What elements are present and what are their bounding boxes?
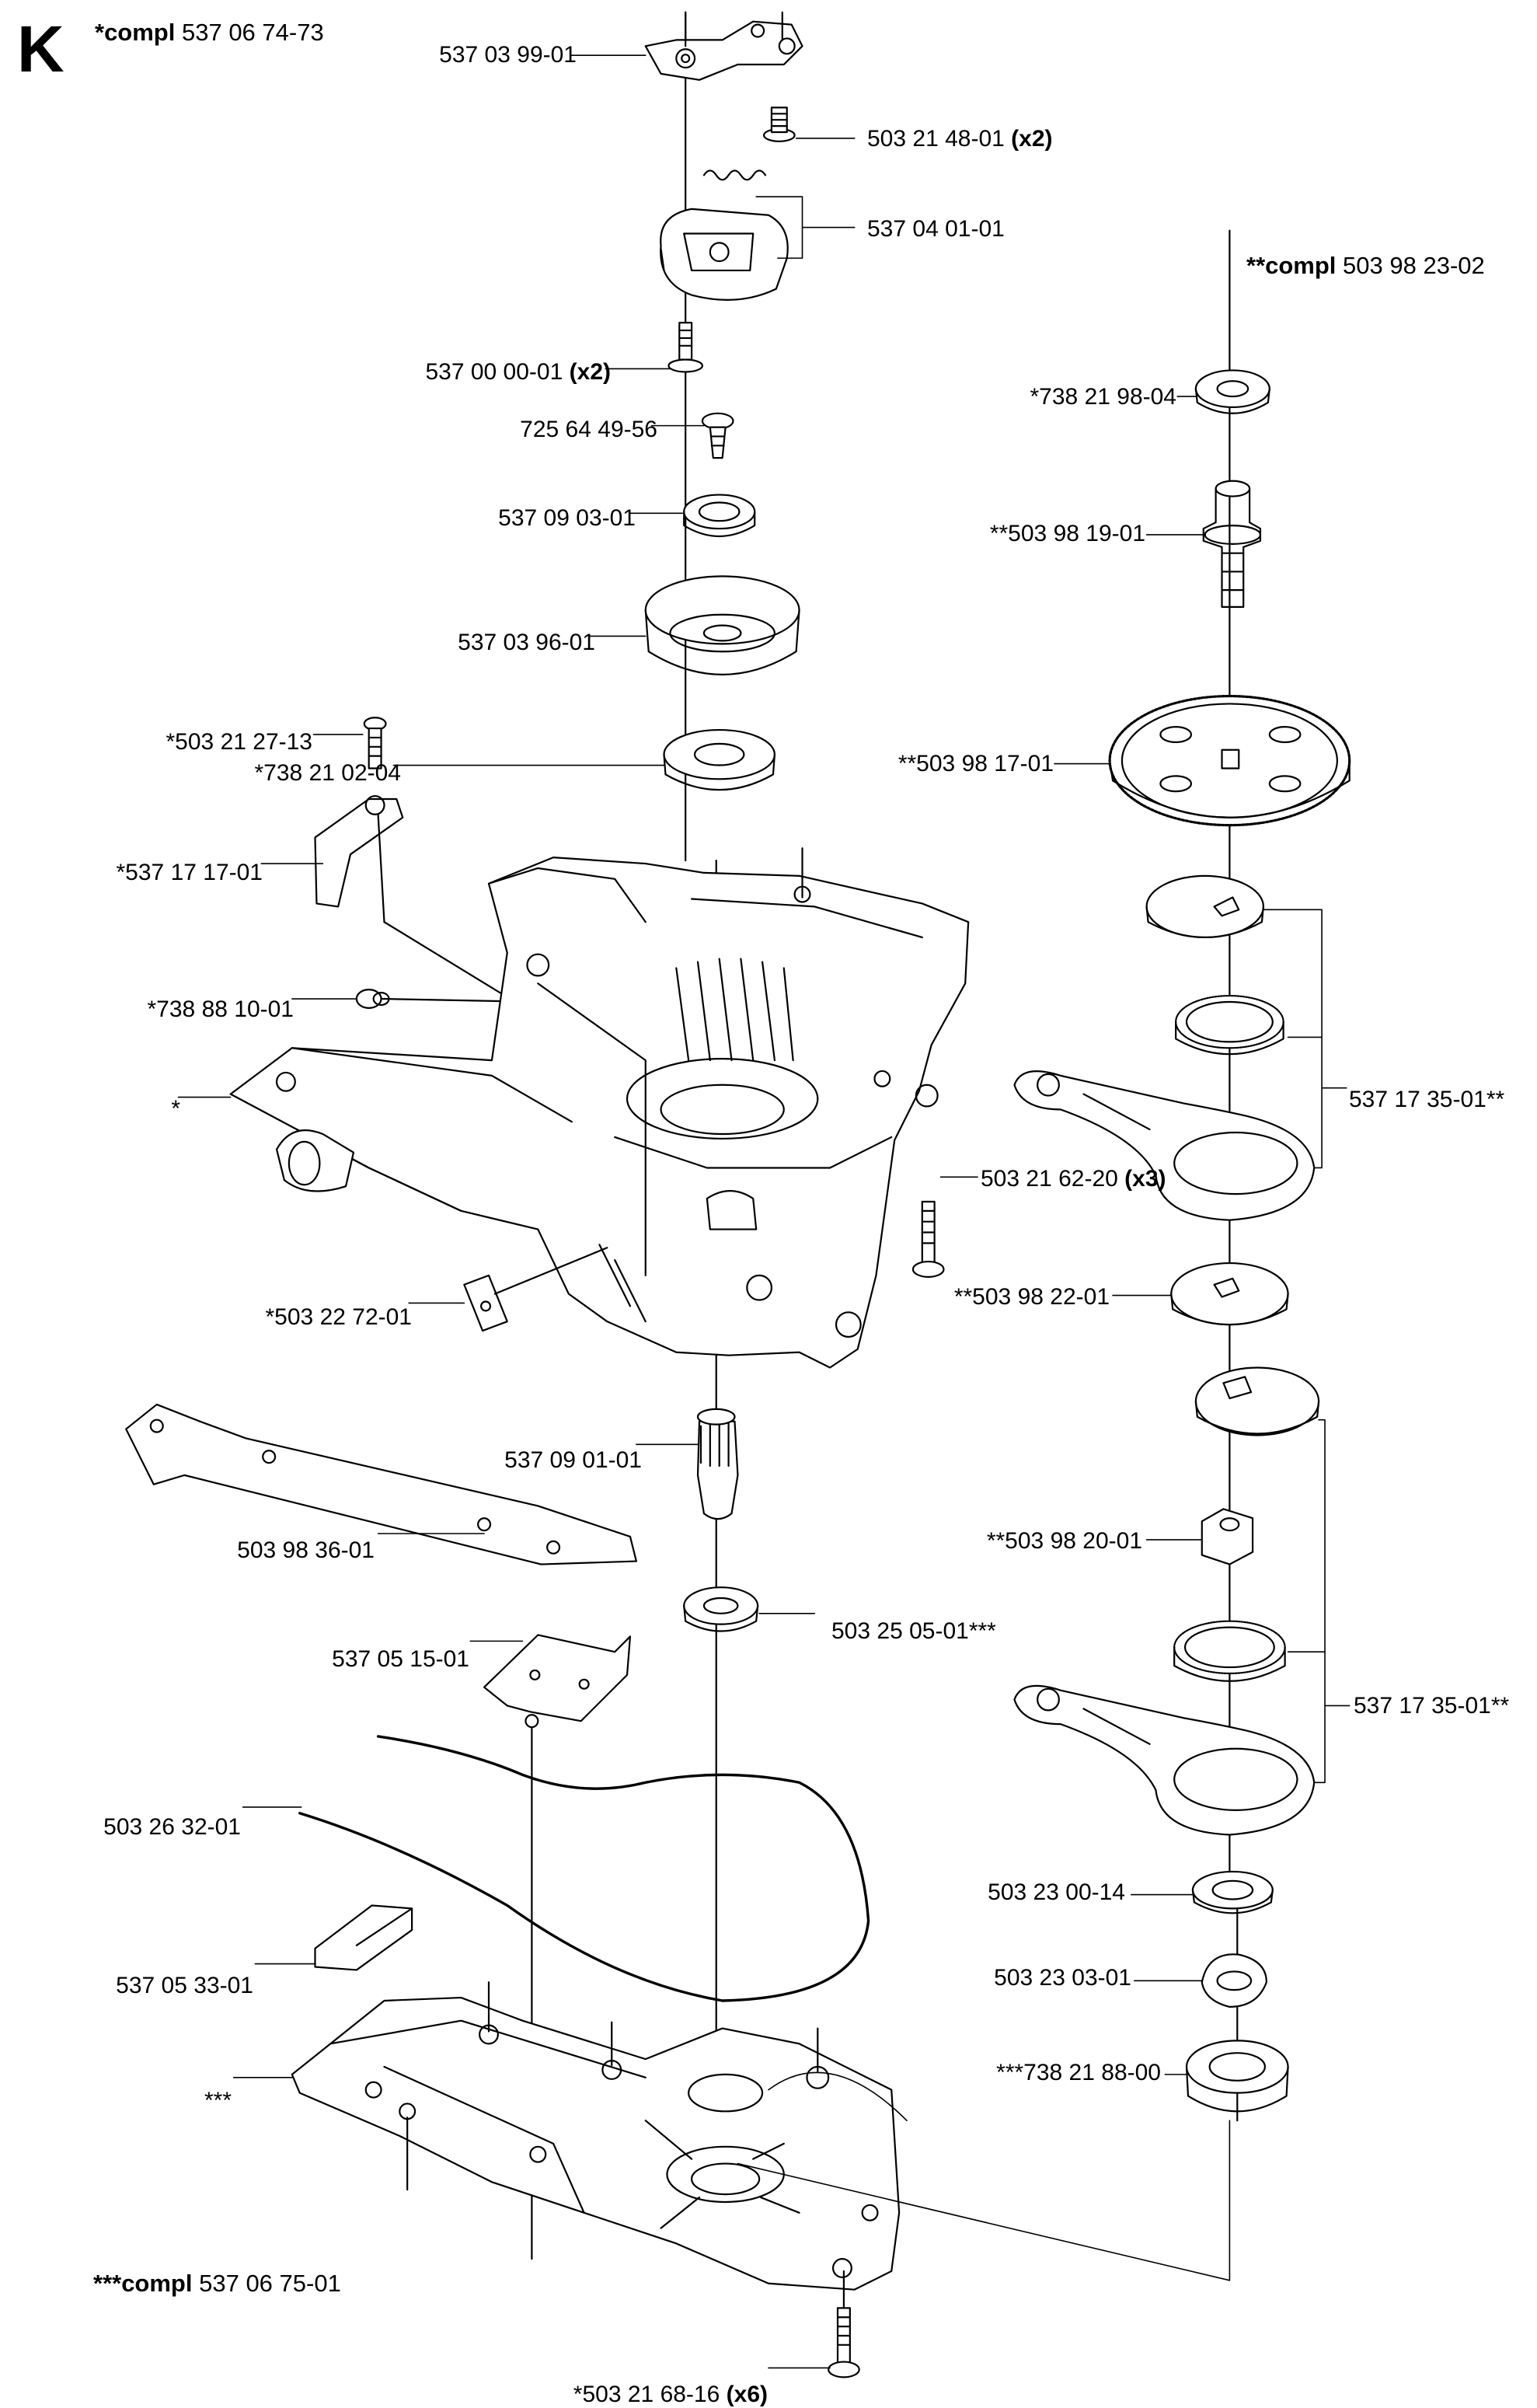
part-label: 537 03 96-01 bbox=[458, 630, 595, 655]
wire-loop bbox=[300, 1736, 869, 2001]
part-label: ***738 21 88-00 bbox=[996, 2060, 1161, 2085]
header-number: 503 98 23-02 bbox=[1343, 252, 1485, 279]
part-label: 537 09 03-01 bbox=[498, 505, 636, 531]
bearing-lower bbox=[684, 1587, 758, 1631]
bearing-bottom-right bbox=[1187, 2040, 1288, 2111]
disc-lower bbox=[1196, 1367, 1319, 1435]
screw-small-top bbox=[764, 107, 795, 141]
bearing-upper bbox=[664, 730, 774, 790]
part-label: * bbox=[171, 1096, 180, 1122]
part-label: 503 21 62-20 (x3) bbox=[981, 1166, 1166, 1192]
needle-ring-upper bbox=[1176, 996, 1283, 1054]
part-label: 503 23 00-14 bbox=[988, 1879, 1125, 1905]
slider-block bbox=[315, 1905, 412, 1970]
part-label: *537 17 17-01 bbox=[116, 860, 263, 885]
pinion-gear bbox=[698, 1409, 737, 1519]
assembly-header-bottom-left: ***compl 537 06 75-01 bbox=[93, 2270, 341, 2298]
header-prefix: *compl bbox=[95, 19, 176, 46]
seal-washer bbox=[684, 495, 755, 536]
part-label: *503 21 27-13 bbox=[166, 729, 313, 755]
part-label: **503 98 22-01 bbox=[953, 1284, 1110, 1310]
part-label: 537 17 35-01** bbox=[1354, 1693, 1510, 1719]
assembly-header-top-right: **compl 503 98 23-02 bbox=[1246, 252, 1485, 280]
leader-lines bbox=[178, 55, 1349, 2368]
header-prefix: ***compl bbox=[93, 2270, 193, 2297]
part-label: 503 23 03-01 bbox=[994, 1965, 1131, 1991]
bottom-cover bbox=[292, 1982, 899, 2289]
disc-upper bbox=[1147, 876, 1263, 937]
screw-right bbox=[913, 1202, 944, 1277]
part-label: 537 17 35-01** bbox=[1349, 1087, 1505, 1112]
top-bracket-part bbox=[646, 12, 803, 80]
part-label: 503 25 05-01*** bbox=[831, 1618, 996, 1644]
part-label: 537 04 01-01 bbox=[867, 216, 1005, 242]
drive-shaft bbox=[1204, 481, 1260, 607]
washer-right bbox=[1193, 1872, 1273, 1913]
bearing-top-right bbox=[1196, 370, 1270, 413]
part-label: *503 22 72-01 bbox=[265, 1304, 413, 1330]
screw-clamp bbox=[668, 323, 702, 372]
needle-ring-lower bbox=[1174, 1621, 1284, 1681]
part-label: 503 21 48-01 (x2) bbox=[867, 126, 1053, 152]
part-label: *738 21 02-04 bbox=[254, 760, 402, 786]
part-label: 503 26 32-01 bbox=[103, 1814, 241, 1840]
part-label: 503 98 36-01 bbox=[237, 1537, 375, 1563]
con-rod-upper bbox=[1014, 1071, 1314, 1220]
section-letter: K bbox=[17, 12, 64, 86]
flat-screw bbox=[702, 414, 734, 458]
con-rod-lower bbox=[1014, 1686, 1314, 1835]
lock-washer bbox=[1202, 1954, 1267, 2007]
cover-screw bbox=[828, 2271, 859, 2377]
header-number: 537 06 74-73 bbox=[181, 19, 324, 46]
assembly-header-top-left: *compl 537 06 74-73 bbox=[95, 19, 324, 47]
part-label: **503 98 20-01 bbox=[986, 1528, 1142, 1554]
part-label: *503 21 68-16 (x6) bbox=[573, 2382, 768, 2407]
part-label: 537 00 00-01 (x2) bbox=[425, 359, 611, 385]
clutch-drum bbox=[646, 576, 800, 675]
small-screw-left bbox=[364, 717, 386, 768]
part-label: **503 98 19-01 bbox=[989, 521, 1145, 546]
part-label: *738 21 98-04 bbox=[1030, 384, 1177, 410]
header-number: 537 06 75-01 bbox=[199, 2270, 341, 2297]
part-label: 537 03 99-01 bbox=[439, 42, 577, 68]
part-label: 537 09 01-01 bbox=[504, 1447, 642, 1473]
guide-plate bbox=[126, 1405, 636, 1565]
part-label: *738 88 10-01 bbox=[147, 996, 295, 1022]
lever-arm-left bbox=[315, 796, 522, 1007]
spring-clamp-part bbox=[660, 170, 788, 299]
crankcase-housing bbox=[231, 848, 968, 1367]
disc-middle bbox=[1171, 1263, 1288, 1324]
part-label: *** bbox=[204, 2088, 232, 2113]
part-label: 537 05 15-01 bbox=[332, 1646, 469, 1672]
part-label: 725 64 49-56 bbox=[520, 417, 657, 442]
square-nut bbox=[1202, 1509, 1253, 1564]
header-prefix: **compl bbox=[1246, 252, 1337, 279]
part-label: 537 05 33-01 bbox=[116, 1973, 253, 1998]
wire-clip bbox=[464, 1248, 607, 1331]
spur-gear bbox=[1110, 696, 1350, 825]
part-label: **503 98 17-01 bbox=[897, 751, 1054, 776]
